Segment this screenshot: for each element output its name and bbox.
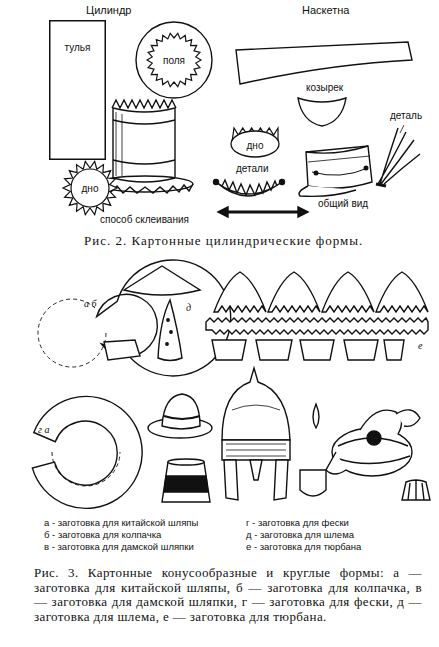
node-text-wrap: дно — [224, 140, 286, 151]
turban-pieces — [214, 272, 428, 312]
node-text-wrap: тулья — [45, 42, 110, 53]
text-label: в - заготовка для дамской шляпки — [44, 542, 194, 553]
text-label: е — [418, 340, 422, 352]
shape-node: дно — [58, 160, 122, 216]
small-cap — [158, 300, 182, 361]
text-label: козырек — [306, 82, 343, 94]
node-text-wrap: дно — [58, 183, 122, 194]
shape-node: дно — [224, 120, 286, 160]
node-outline — [45, 20, 110, 160]
text-label: способ склеивания — [100, 214, 189, 226]
turban — [326, 410, 420, 476]
text-label: а - заготовка для китайской шляпы — [44, 518, 198, 529]
text-label: детали — [236, 163, 269, 175]
text-label: е - заготовка для тюрбана — [246, 542, 361, 553]
figure-caption: Рис. 3. Картонные конусообразные и кругл… — [34, 566, 422, 624]
cap-general-view — [299, 146, 372, 196]
node-label: дно — [58, 183, 122, 194]
serrated-strip — [206, 318, 428, 334]
text-label: д - заготовка для шлема — [246, 530, 354, 541]
small-piece — [300, 470, 326, 496]
text-label: а б — [84, 298, 97, 310]
node-text-wrap: поля — [130, 55, 218, 66]
text-label: Наскетна — [302, 4, 349, 17]
text-label: д — [186, 302, 191, 314]
node-label: тулья — [45, 42, 110, 53]
text-label: общий вид — [318, 198, 368, 210]
plume-detail — [376, 125, 420, 186]
fan-piece — [402, 480, 430, 500]
cup-pieces — [212, 340, 404, 360]
shape-node: поля — [130, 20, 218, 100]
text-label: г а — [38, 424, 49, 436]
ring-blank-ga — [32, 396, 142, 508]
feather — [313, 404, 319, 428]
visor-shape — [298, 98, 346, 126]
fez — [162, 459, 210, 502]
shape-node: тулья — [45, 20, 110, 160]
bar-symbol — [218, 207, 308, 217]
helmet — [222, 368, 290, 500]
cone-hat — [124, 266, 200, 295]
fold-line — [52, 452, 120, 486]
text-label: б - заготовка для колпачка — [44, 530, 161, 541]
text-label: Цилиндр — [86, 4, 131, 17]
details-shape — [214, 180, 285, 197]
text-label: Рис. 2. Картонные цилиндрические формы. — [84, 234, 363, 249]
text-label: деталь — [390, 110, 422, 122]
node-label: поля — [130, 55, 218, 66]
ring-blank-ab — [38, 260, 231, 376]
lady-hat — [148, 394, 212, 438]
cap-band — [236, 42, 412, 84]
node-label: дно — [224, 140, 286, 151]
text-label: г - заготовка для фески — [246, 518, 349, 529]
